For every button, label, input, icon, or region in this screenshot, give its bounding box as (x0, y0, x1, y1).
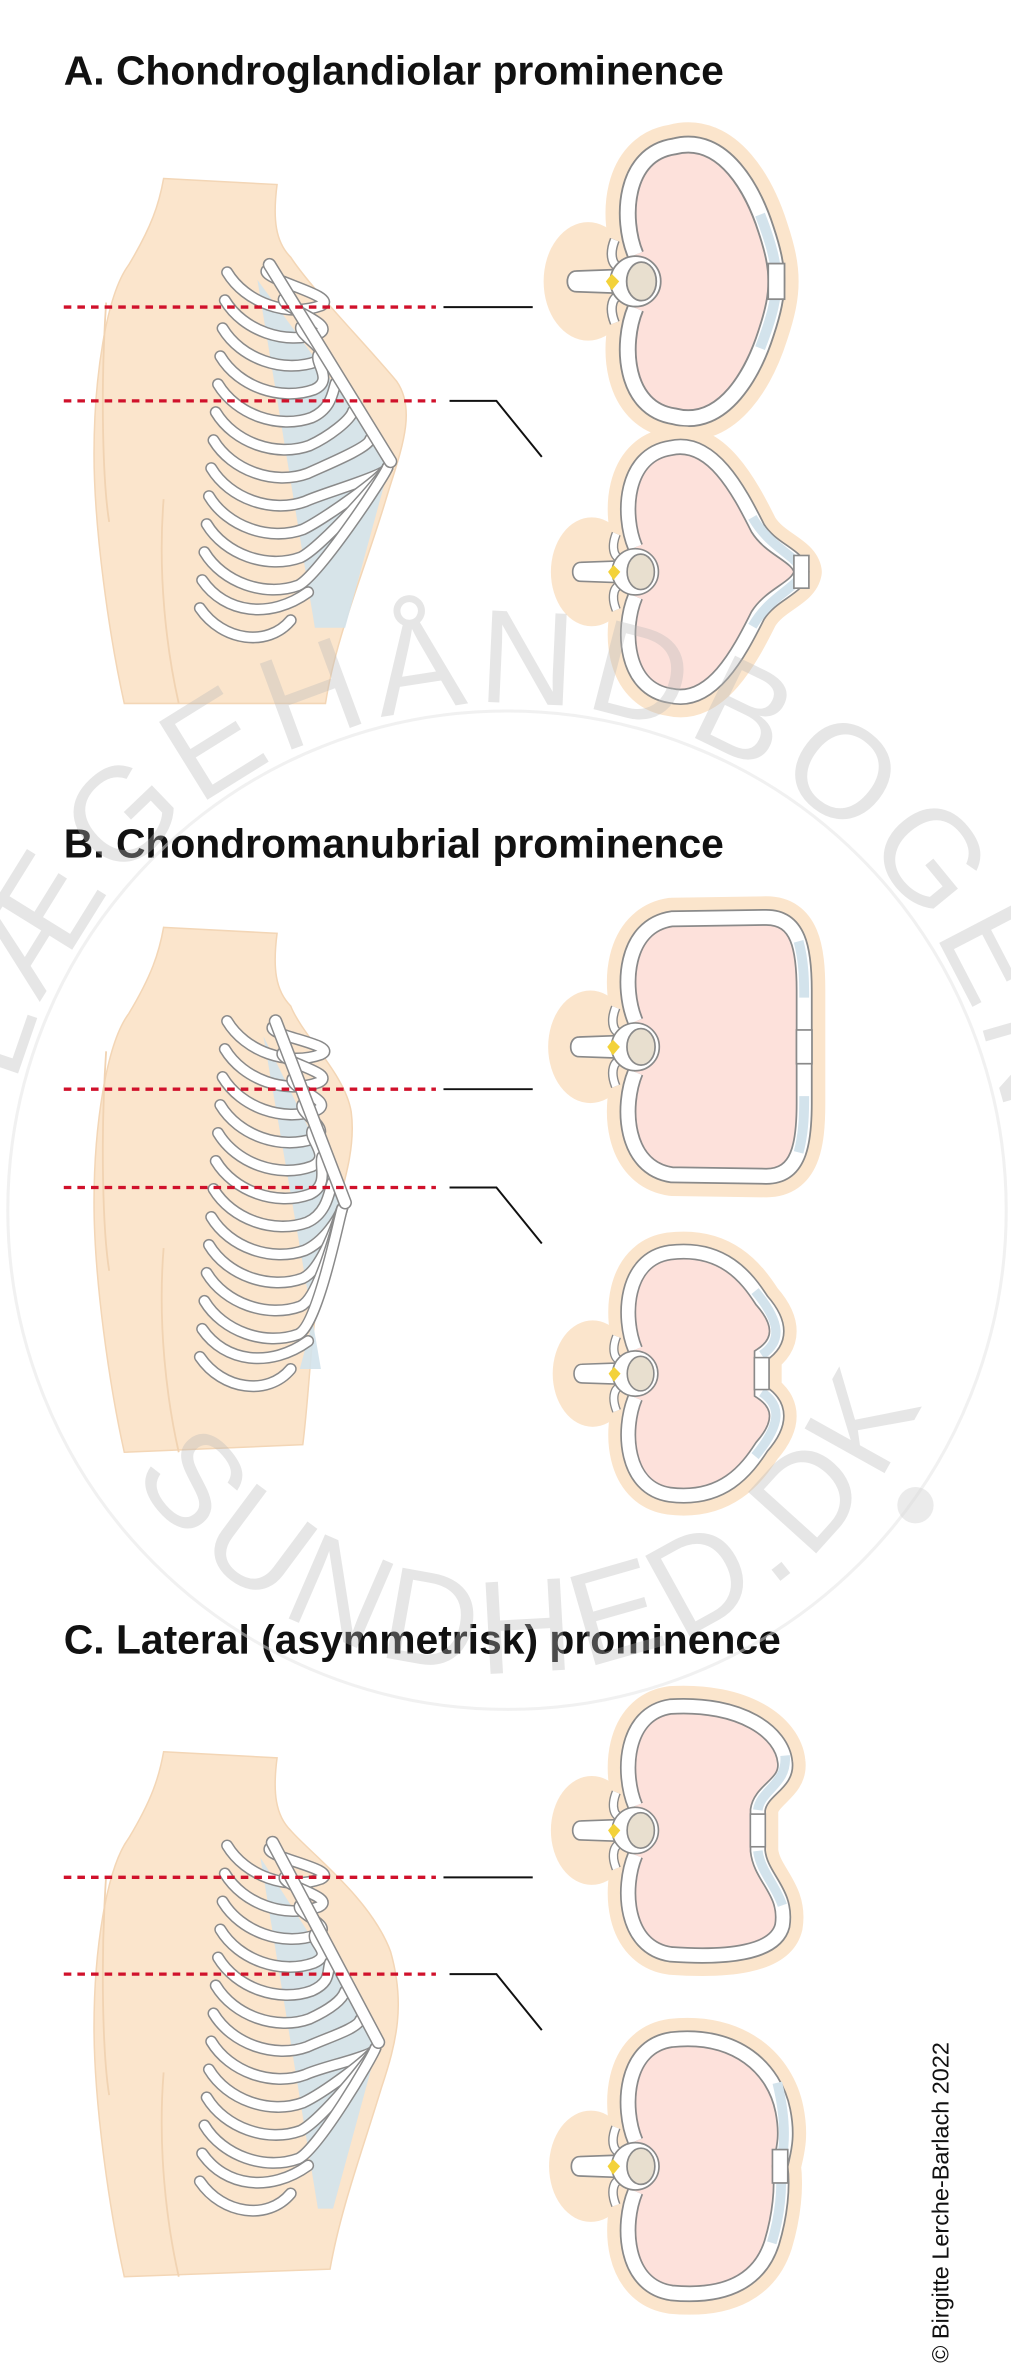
chest-cross-section (550, 426, 822, 718)
rib (199, 2043, 380, 2168)
spinal-cord (607, 2159, 621, 2175)
arm-contour (101, 1875, 111, 2096)
sternum (270, 1015, 351, 1208)
section-c-title: C. Lateral (asymmetrisk) prominence (64, 1616, 781, 1662)
spinal-cord (608, 1823, 621, 1839)
chest-cross-section (543, 122, 799, 441)
thoracic-cavity (628, 2038, 786, 2294)
rib (209, 434, 375, 483)
vertebral-body (626, 1811, 656, 1849)
section-b-title: B. Chondromanubrial prominence (64, 821, 724, 867)
spinous-process (570, 2154, 620, 2179)
thoracic-cavity (627, 917, 805, 1177)
rib (197, 575, 313, 614)
connector-line (449, 1973, 543, 2031)
rib (199, 1204, 347, 1343)
rib (197, 2148, 313, 2188)
spinous-process (566, 268, 619, 295)
rib (209, 1178, 337, 1231)
rib (195, 2176, 296, 2216)
torso-side-view-a (93, 177, 408, 705)
chest-cross-section (548, 896, 826, 1198)
sternum (749, 1813, 767, 1848)
chest-cross-section (552, 1231, 797, 1516)
cross-sections (543, 122, 826, 2315)
costal-cartilage (751, 1288, 781, 1460)
torso-side-view-b (93, 926, 353, 1454)
spinous-process (573, 1362, 621, 1386)
rib (195, 1352, 296, 1391)
rib (211, 1152, 327, 1203)
costal-cartilage (793, 940, 810, 1154)
spinal-cord (608, 1366, 621, 1382)
sternum (267, 1837, 384, 2048)
arm-contour (101, 302, 111, 523)
spinous-process (569, 1034, 620, 1059)
spinal-cord (605, 273, 620, 291)
rib (215, 350, 328, 399)
spinous-process (571, 560, 620, 584)
sternum (767, 262, 786, 301)
thoracic-cavity (628, 446, 802, 697)
sternum (795, 1029, 813, 1065)
vertebral-body (626, 1027, 656, 1066)
back-contour (160, 2072, 180, 2277)
connector-line (449, 1186, 543, 1245)
back-contour (160, 499, 180, 704)
chest-cross-section (549, 2017, 807, 2315)
spinous-process (571, 1818, 620, 1843)
rib (197, 1324, 313, 1363)
costal-cartilage (260, 1857, 379, 2209)
back-contour (160, 1247, 180, 1453)
rib (195, 603, 296, 642)
vertebral-body (626, 2147, 656, 2186)
sternum (793, 554, 810, 589)
rib (211, 1980, 350, 2028)
spinal-cord (608, 565, 621, 580)
rib (199, 462, 393, 595)
sternum (264, 259, 396, 467)
rib (213, 378, 341, 427)
copyright-text: © Birgitte Lerche-Barlach 2022 (928, 2042, 954, 2363)
vertebral-body (626, 1355, 655, 1392)
rib (211, 406, 358, 455)
section-a-title: A. Chondroglandiolar prominence (64, 48, 724, 94)
connector-line (449, 399, 543, 458)
torso-side-view-c (93, 1750, 400, 2278)
costal-cartilage (753, 1755, 790, 1907)
cut-lines (63, 305, 543, 2031)
sternum (753, 1356, 770, 1391)
vertebral-body (626, 553, 656, 591)
thoracic-cavity (627, 144, 777, 419)
chest-cross-section (550, 1685, 806, 1976)
arm-contour (101, 1051, 111, 1271)
thoracic-cavity (628, 1251, 777, 1496)
rib (209, 2008, 365, 2056)
thoracic-cavity (628, 1706, 786, 1956)
vertebral-body (625, 261, 658, 302)
sternum (771, 2148, 789, 2184)
rib (215, 1924, 327, 1972)
